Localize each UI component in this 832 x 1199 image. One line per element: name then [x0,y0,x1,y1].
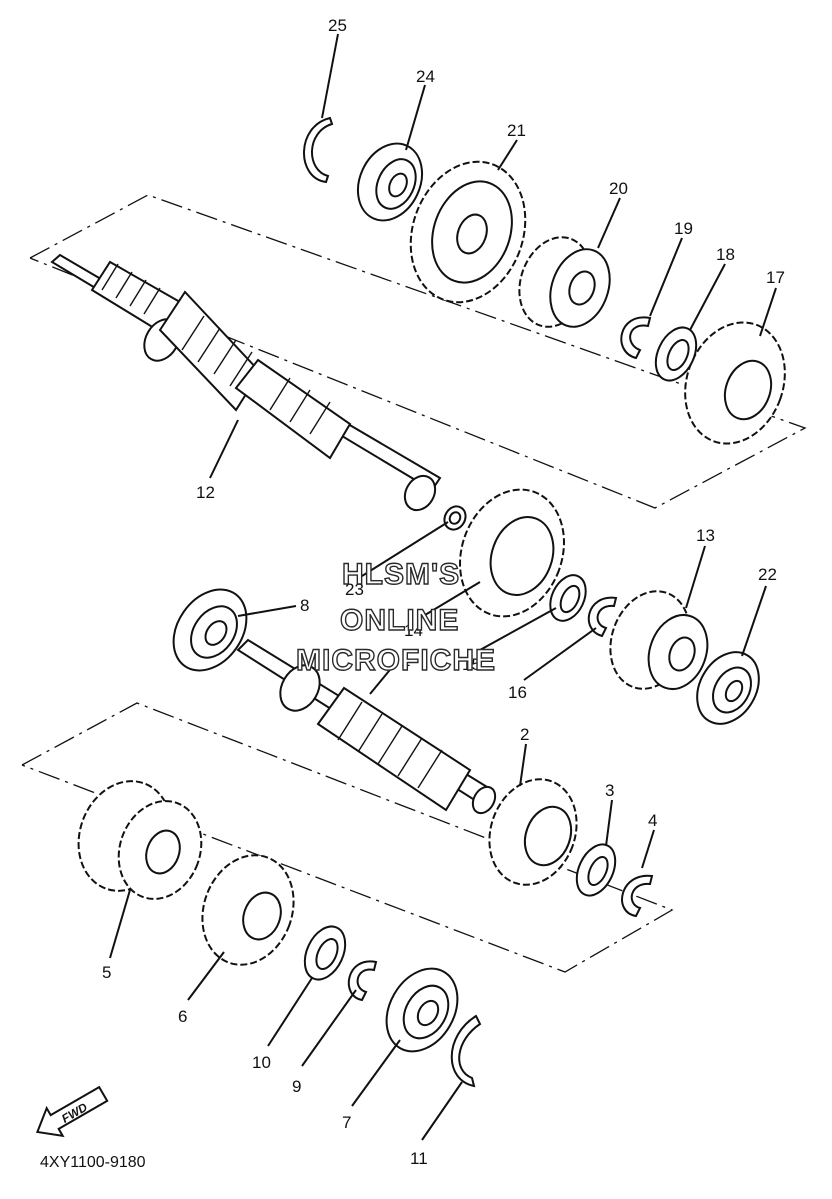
fwd-arrow-icon: FWD [35,1085,109,1138]
circlip-11 [450,1014,482,1088]
callout-24: 24 [416,67,435,86]
gear-5 [77,780,203,900]
main-axle-shaft [236,638,497,815]
gear-6 [201,854,295,966]
bearing-7 [385,967,459,1053]
bearing-22 [696,651,760,725]
callout-22: 22 [758,565,777,584]
callout-25: 25 [328,16,347,35]
callout-21: 21 [507,121,526,140]
washer-10 [303,925,347,981]
callout-17: 17 [766,268,785,287]
callout-19: 19 [674,219,693,238]
assembly-boundary-upper [29,194,807,509]
callout-7: 7 [342,1113,351,1132]
callout-labels: 1 2 3 4 5 6 7 8 9 10 11 12 13 14 15 16 1… [102,16,785,1168]
assembly-boundary-lower [21,702,674,973]
bearing-8 [172,588,248,672]
gear-13 [609,590,709,690]
callout-15: 15 [462,655,481,674]
callout-6: 6 [178,1007,187,1026]
circlip-4 [621,874,654,918]
callout-14: 14 [404,621,423,640]
washer-3 [575,843,617,897]
callout-2: 2 [520,725,529,744]
gear-17 [684,321,786,445]
gear-20 [518,236,611,328]
gear-21 [409,160,527,304]
watermark-line-3: MICROFICHE [296,644,496,677]
callout-5: 5 [102,963,111,982]
callout-13: 13 [696,526,715,545]
callout-11: 11 [410,1149,428,1168]
callout-12: 12 [196,483,215,502]
bearing-24 [356,142,424,222]
collar-23 [443,505,467,531]
circlip-19 [620,316,652,360]
washer-15 [549,574,587,622]
gear-14 [459,488,565,618]
callout-3: 3 [605,781,614,800]
circlip-25 [303,116,334,184]
watermark-line-1: HLSM'S [342,558,460,591]
drive-axle-shaft [50,253,442,512]
circlip-16 [587,596,618,638]
washer-18 [654,326,698,382]
callout-10: 10 [252,1053,271,1072]
callout-9: 9 [292,1077,301,1096]
watermark: HLSM'S ONLINE MICROFICHE [295,557,496,677]
callout-4: 4 [648,811,657,830]
gear-2 [488,778,578,886]
watermark-line-2: ONLINE [340,604,459,637]
callout-1: 1 [401,651,410,670]
callout-8: 8 [300,596,309,615]
callout-18: 18 [716,245,735,264]
diagram-part-code: 4XY1100-9180 [40,1154,146,1171]
callout-23: 23 [345,580,364,599]
callout-20: 20 [609,179,628,198]
callout-16: 16 [508,683,527,702]
leader-lines [109,33,777,1141]
